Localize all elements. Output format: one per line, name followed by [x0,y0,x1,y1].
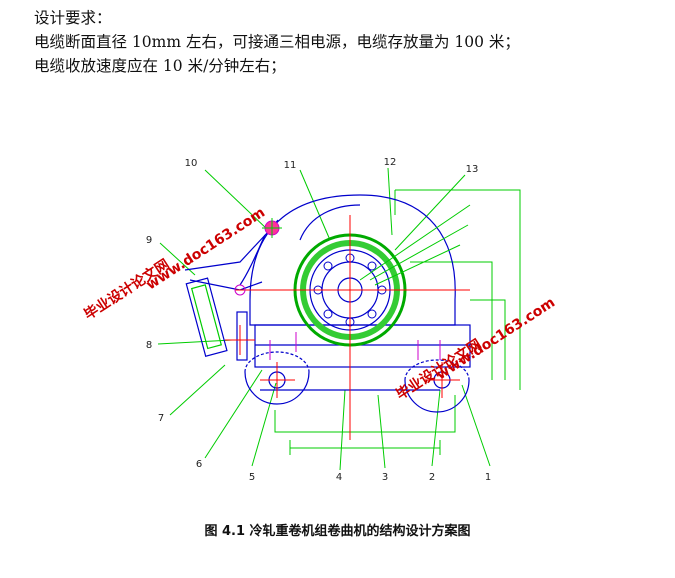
part-label-6: 6 [196,459,202,470]
part-label-8: 8 [146,340,152,351]
part-label-3: 3 [382,472,388,483]
requirements-heading: 设计要求： [34,9,112,27]
part-label-4: 4 [336,472,342,483]
requirements-line-2: 电缆收放速度应在 10 米/分钟左右； [34,57,286,75]
watermark-site-left: www.doc163.com [143,205,268,294]
part-label-5: 5 [249,472,255,483]
part-label-2: 2 [429,472,435,483]
requirements-line-1: 电缆断面直径 10mm 左右，可接通三相电源，电缆存放量为 100 米； [34,33,520,51]
part-label-12: 12 [384,157,397,168]
design-requirements: 设计要求： 电缆断面直径 10mm 左右，可接通三相电源，电缆存放量为 100 … [34,6,664,78]
part-label-1: 1 [485,472,491,483]
watermark-brand-left: 毕业设计论文网 [81,256,172,324]
watermark-brand-right: 毕业设计论文网 [393,336,484,404]
part-label-9: 9 [146,235,152,246]
dimension-line-top [395,189,521,390]
dimension-line-mid [410,261,493,380]
part-label-13: 13 [466,164,479,175]
dimension-line-bottom [274,395,456,433]
figure-caption: 图 4.1 冷轧重卷机组卷曲机的结构设计方案图 [204,524,471,539]
part-label-7: 7 [158,413,164,424]
hydraulic-cylinder [185,277,228,357]
part-label-11: 11 [284,160,297,171]
dimension-line-right [470,299,506,380]
left-wheel [244,371,310,405]
drum-housing [249,194,456,326]
right-wheel [404,379,470,413]
machine-base [254,324,471,368]
part-label-10: 10 [185,158,198,169]
